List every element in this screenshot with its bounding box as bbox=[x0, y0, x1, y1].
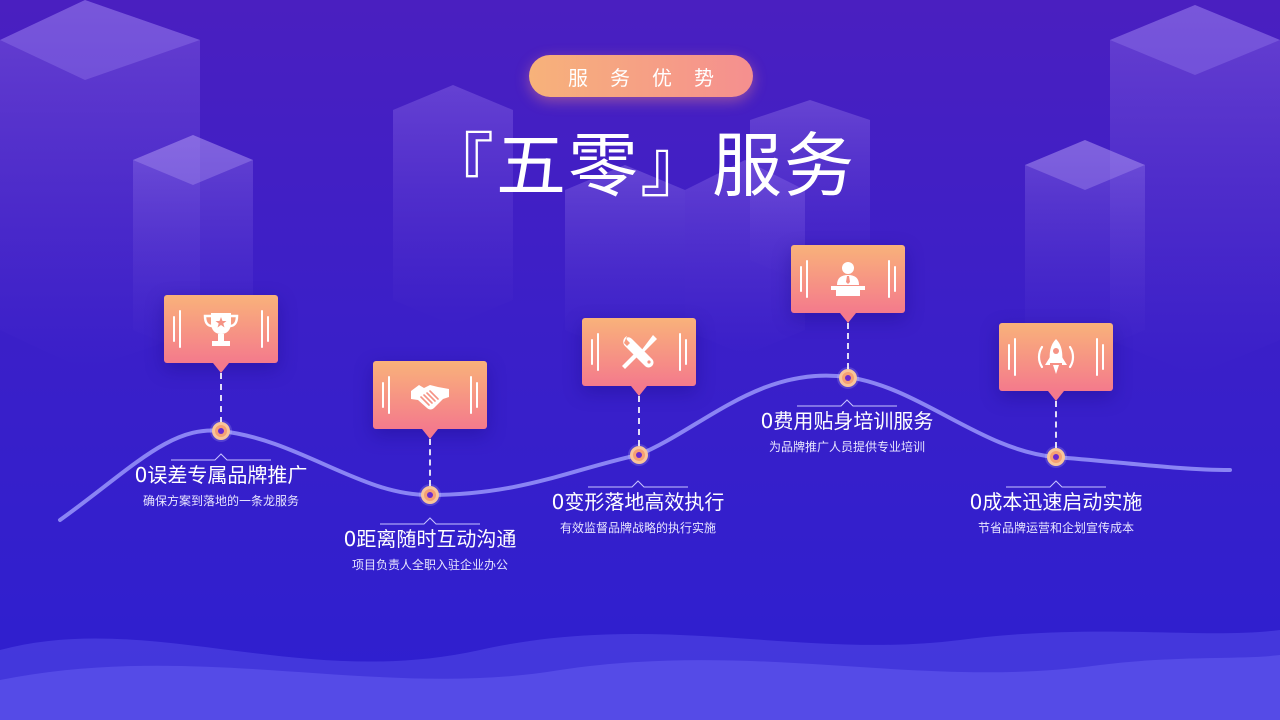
timeline-dot bbox=[1047, 448, 1065, 466]
step-title: 0误差专属品牌推广 bbox=[134, 463, 308, 487]
step-label-5: 0成本迅速启动实施 节省品牌运营和企划宣传成本 bbox=[936, 480, 1176, 537]
connector-line bbox=[847, 323, 849, 369]
timeline-dot bbox=[212, 422, 230, 440]
building-shape bbox=[750, 100, 870, 285]
timeline-dot bbox=[839, 369, 857, 387]
step-card-1 bbox=[164, 295, 278, 373]
connector-line bbox=[429, 439, 431, 486]
rocket-icon bbox=[1037, 339, 1075, 374]
page-title: 『五零』服务 bbox=[424, 125, 856, 207]
building-shape bbox=[393, 85, 513, 325]
building-shape bbox=[1110, 5, 1280, 375]
tools-icon bbox=[622, 335, 657, 369]
wave-shape bbox=[0, 655, 1280, 720]
step-title: 0成本迅速启动实施 bbox=[969, 490, 1143, 514]
connector-line bbox=[1055, 401, 1057, 448]
step-label-4: 0费用贴身培训服务 为品牌推广人员提供专业培训 bbox=[727, 399, 967, 456]
step-desc: 确保方案到落地的一条龙服务 bbox=[142, 494, 299, 508]
section-badge: 服务优势 bbox=[529, 55, 753, 97]
step-label-1: 0误差专属品牌推广 确保方案到落地的一条龙服务 bbox=[101, 453, 341, 510]
step-desc: 有效监督品牌战略的执行实施 bbox=[559, 521, 716, 535]
step-card-5 bbox=[999, 323, 1113, 401]
connector-line bbox=[638, 396, 640, 446]
step-title: 0距离随时互动沟通 bbox=[343, 527, 517, 551]
step-title: 0费用贴身培训服务 bbox=[760, 409, 934, 433]
step-card-4 bbox=[791, 245, 905, 323]
building-shape bbox=[1025, 140, 1145, 355]
timeline-dot bbox=[630, 446, 648, 464]
presenter-icon bbox=[831, 262, 865, 296]
step-desc: 项目负责人全职入驻企业办公 bbox=[351, 558, 508, 572]
connector-line bbox=[220, 373, 222, 423]
step-title: 0变形落地高效执行 bbox=[551, 490, 725, 514]
timeline-dot bbox=[421, 486, 439, 504]
step-label-3: 0变形落地高效执行 有效监督品牌战略的执行实施 bbox=[518, 480, 758, 537]
step-label-2: 0距离随时互动沟通 项目负责人全职入驻企业办公 bbox=[310, 517, 550, 574]
step-card-3 bbox=[582, 318, 696, 396]
step-card-2 bbox=[373, 361, 487, 439]
building-shape bbox=[565, 165, 685, 355]
step-desc: 节省品牌运营和企划宣传成本 bbox=[977, 521, 1134, 535]
handshake-icon bbox=[411, 385, 449, 410]
trophy-icon bbox=[203, 313, 239, 346]
step-desc: 为品牌推广人员提供专业培训 bbox=[768, 440, 925, 454]
